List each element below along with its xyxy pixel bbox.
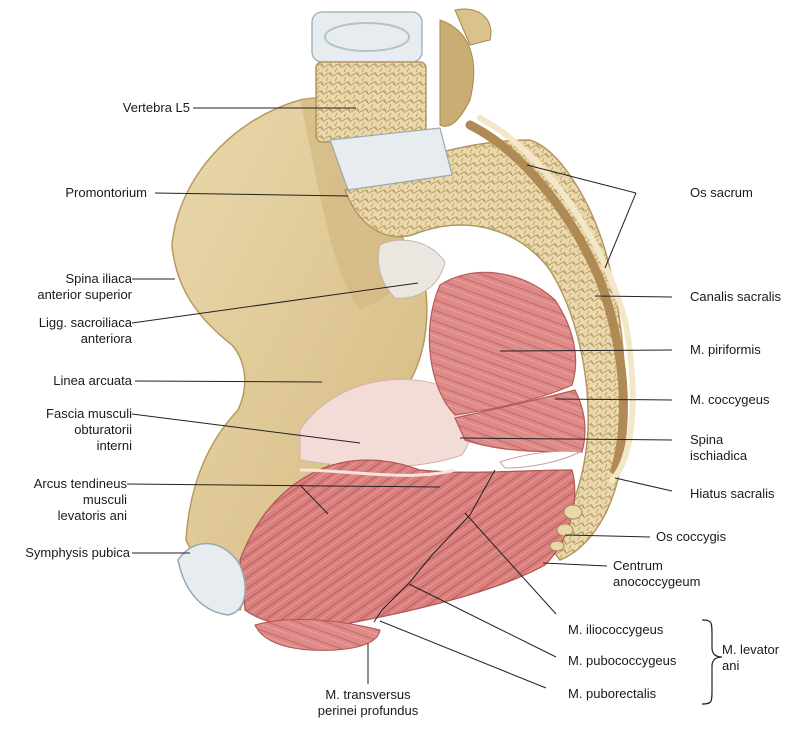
- label-m-transversus: M. transversus perinei profundus: [317, 687, 419, 718]
- label-canalis-sacralis: Canalis sacralis: [690, 289, 782, 304]
- label-arcus-tendineus: Arcus tendineus musculi levatoris ani: [33, 476, 127, 523]
- label-hiatus-sacralis: Hiatus sacralis: [690, 486, 775, 501]
- sacrum: [344, 139, 626, 561]
- piriformis-muscle: [428, 271, 577, 416]
- sacral-cortex: [477, 115, 636, 483]
- symphysis-pubica: [177, 543, 246, 616]
- arcus-tendineus-line: [299, 468, 456, 477]
- label-spina-ischiadica: Spina ischiadica: [690, 432, 748, 463]
- label-promontorium: Promontorium: [65, 185, 147, 200]
- sacral-canal: [465, 120, 628, 475]
- lumbar-spine: [311, 8, 492, 191]
- sacroiliac-ligaments: [377, 239, 446, 299]
- label-m-levator-ani: M. levator ani: [722, 642, 780, 673]
- label-m-coccygeus: M. coccygeus: [690, 392, 770, 407]
- levator-ani-brace: [701, 619, 723, 705]
- label-ligg-sacroiliaca: Ligg. sacroiliaca anteriora: [38, 315, 132, 346]
- label-vertebra-l5: Vertebra L5: [122, 100, 190, 115]
- label-symphysis-pubica: Symphysis pubica: [25, 545, 130, 560]
- transversus-perinei-muscle: [254, 619, 381, 651]
- label-m-iliococcygeus: M. iliococcygeus: [568, 622, 664, 637]
- label-m-puborectalis: M. puborectalis: [568, 686, 657, 701]
- label-m-pubococcygeus: M. pubococcygeus: [568, 653, 677, 668]
- label-m-piriformis: M. piriformis: [690, 342, 761, 357]
- spina-ischiadica-gap: [499, 450, 582, 469]
- label-spina-iliaca: Spina iliaca anterior superior: [37, 271, 132, 302]
- leader-lines: [126, 107, 673, 689]
- coccygeus-muscle: [454, 389, 586, 453]
- coccyx: [549, 504, 583, 552]
- label-os-coccygis: Os coccygis: [656, 529, 727, 544]
- label-linea-arcuata: Linea arcuata: [53, 373, 132, 388]
- label-fascia-obturatorii: Fascia musculi obturatorii interni: [46, 406, 132, 453]
- label-os-sacrum: Os sacrum: [690, 185, 753, 200]
- label-centrum-anococcygeum: Centrum anococcygeum: [613, 558, 701, 589]
